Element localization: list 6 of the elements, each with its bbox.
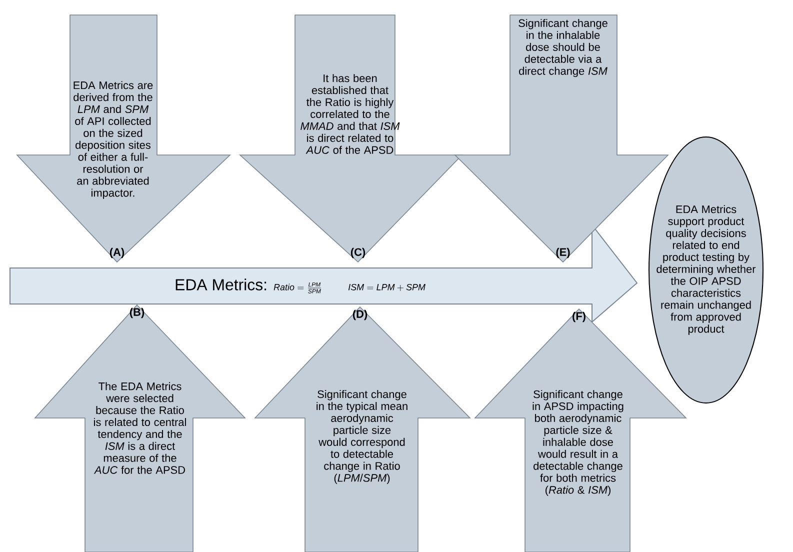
letter-label: (D)	[352, 310, 368, 320]
letter-label: (E)	[556, 248, 570, 258]
letter-label: (B)	[130, 308, 144, 318]
letter-label: (F)	[572, 312, 586, 322]
letter-label: (C)	[350, 248, 366, 258]
letter-label: (A)	[110, 248, 124, 258]
